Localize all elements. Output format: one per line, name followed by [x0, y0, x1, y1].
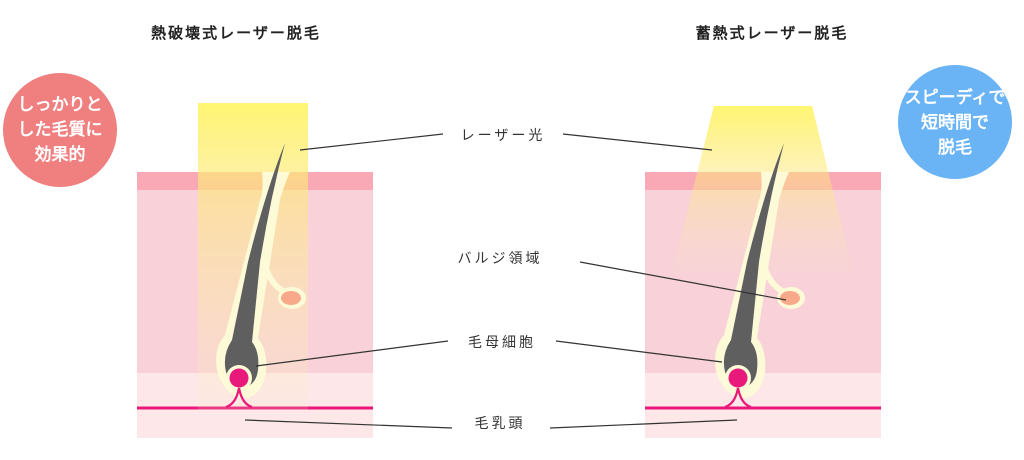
- left-panel: [135, 103, 375, 440]
- svg-text:効果的: 効果的: [35, 144, 86, 165]
- svg-text:しっかりと: しっかりと: [18, 95, 103, 115]
- svg-text:短時間で: 短時間で: [921, 112, 989, 133]
- svg-text:した毛質に: した毛質に: [18, 119, 103, 140]
- leader-lines: [244, 133, 787, 429]
- left-title: 熱破壊式レーザー脱毛: [151, 24, 321, 42]
- label-bulge: バルジ領域: [458, 250, 543, 267]
- svg-text:スピーディで: スピーディで: [905, 87, 1006, 108]
- left-badge: しっかりと した毛質に 効果的: [3, 73, 117, 187]
- label-papilla: 毛乳頭: [475, 416, 526, 432]
- label-laser: レーザー光: [461, 128, 546, 144]
- right-panel: [643, 106, 883, 440]
- svg-text:脱毛: 脱毛: [938, 137, 972, 158]
- label-matrix: 毛母細胞: [468, 335, 536, 351]
- right-title: 蓄熱式レーザー脱毛: [696, 24, 849, 42]
- right-badge: スピーディで 短時間で 脱毛: [898, 65, 1012, 179]
